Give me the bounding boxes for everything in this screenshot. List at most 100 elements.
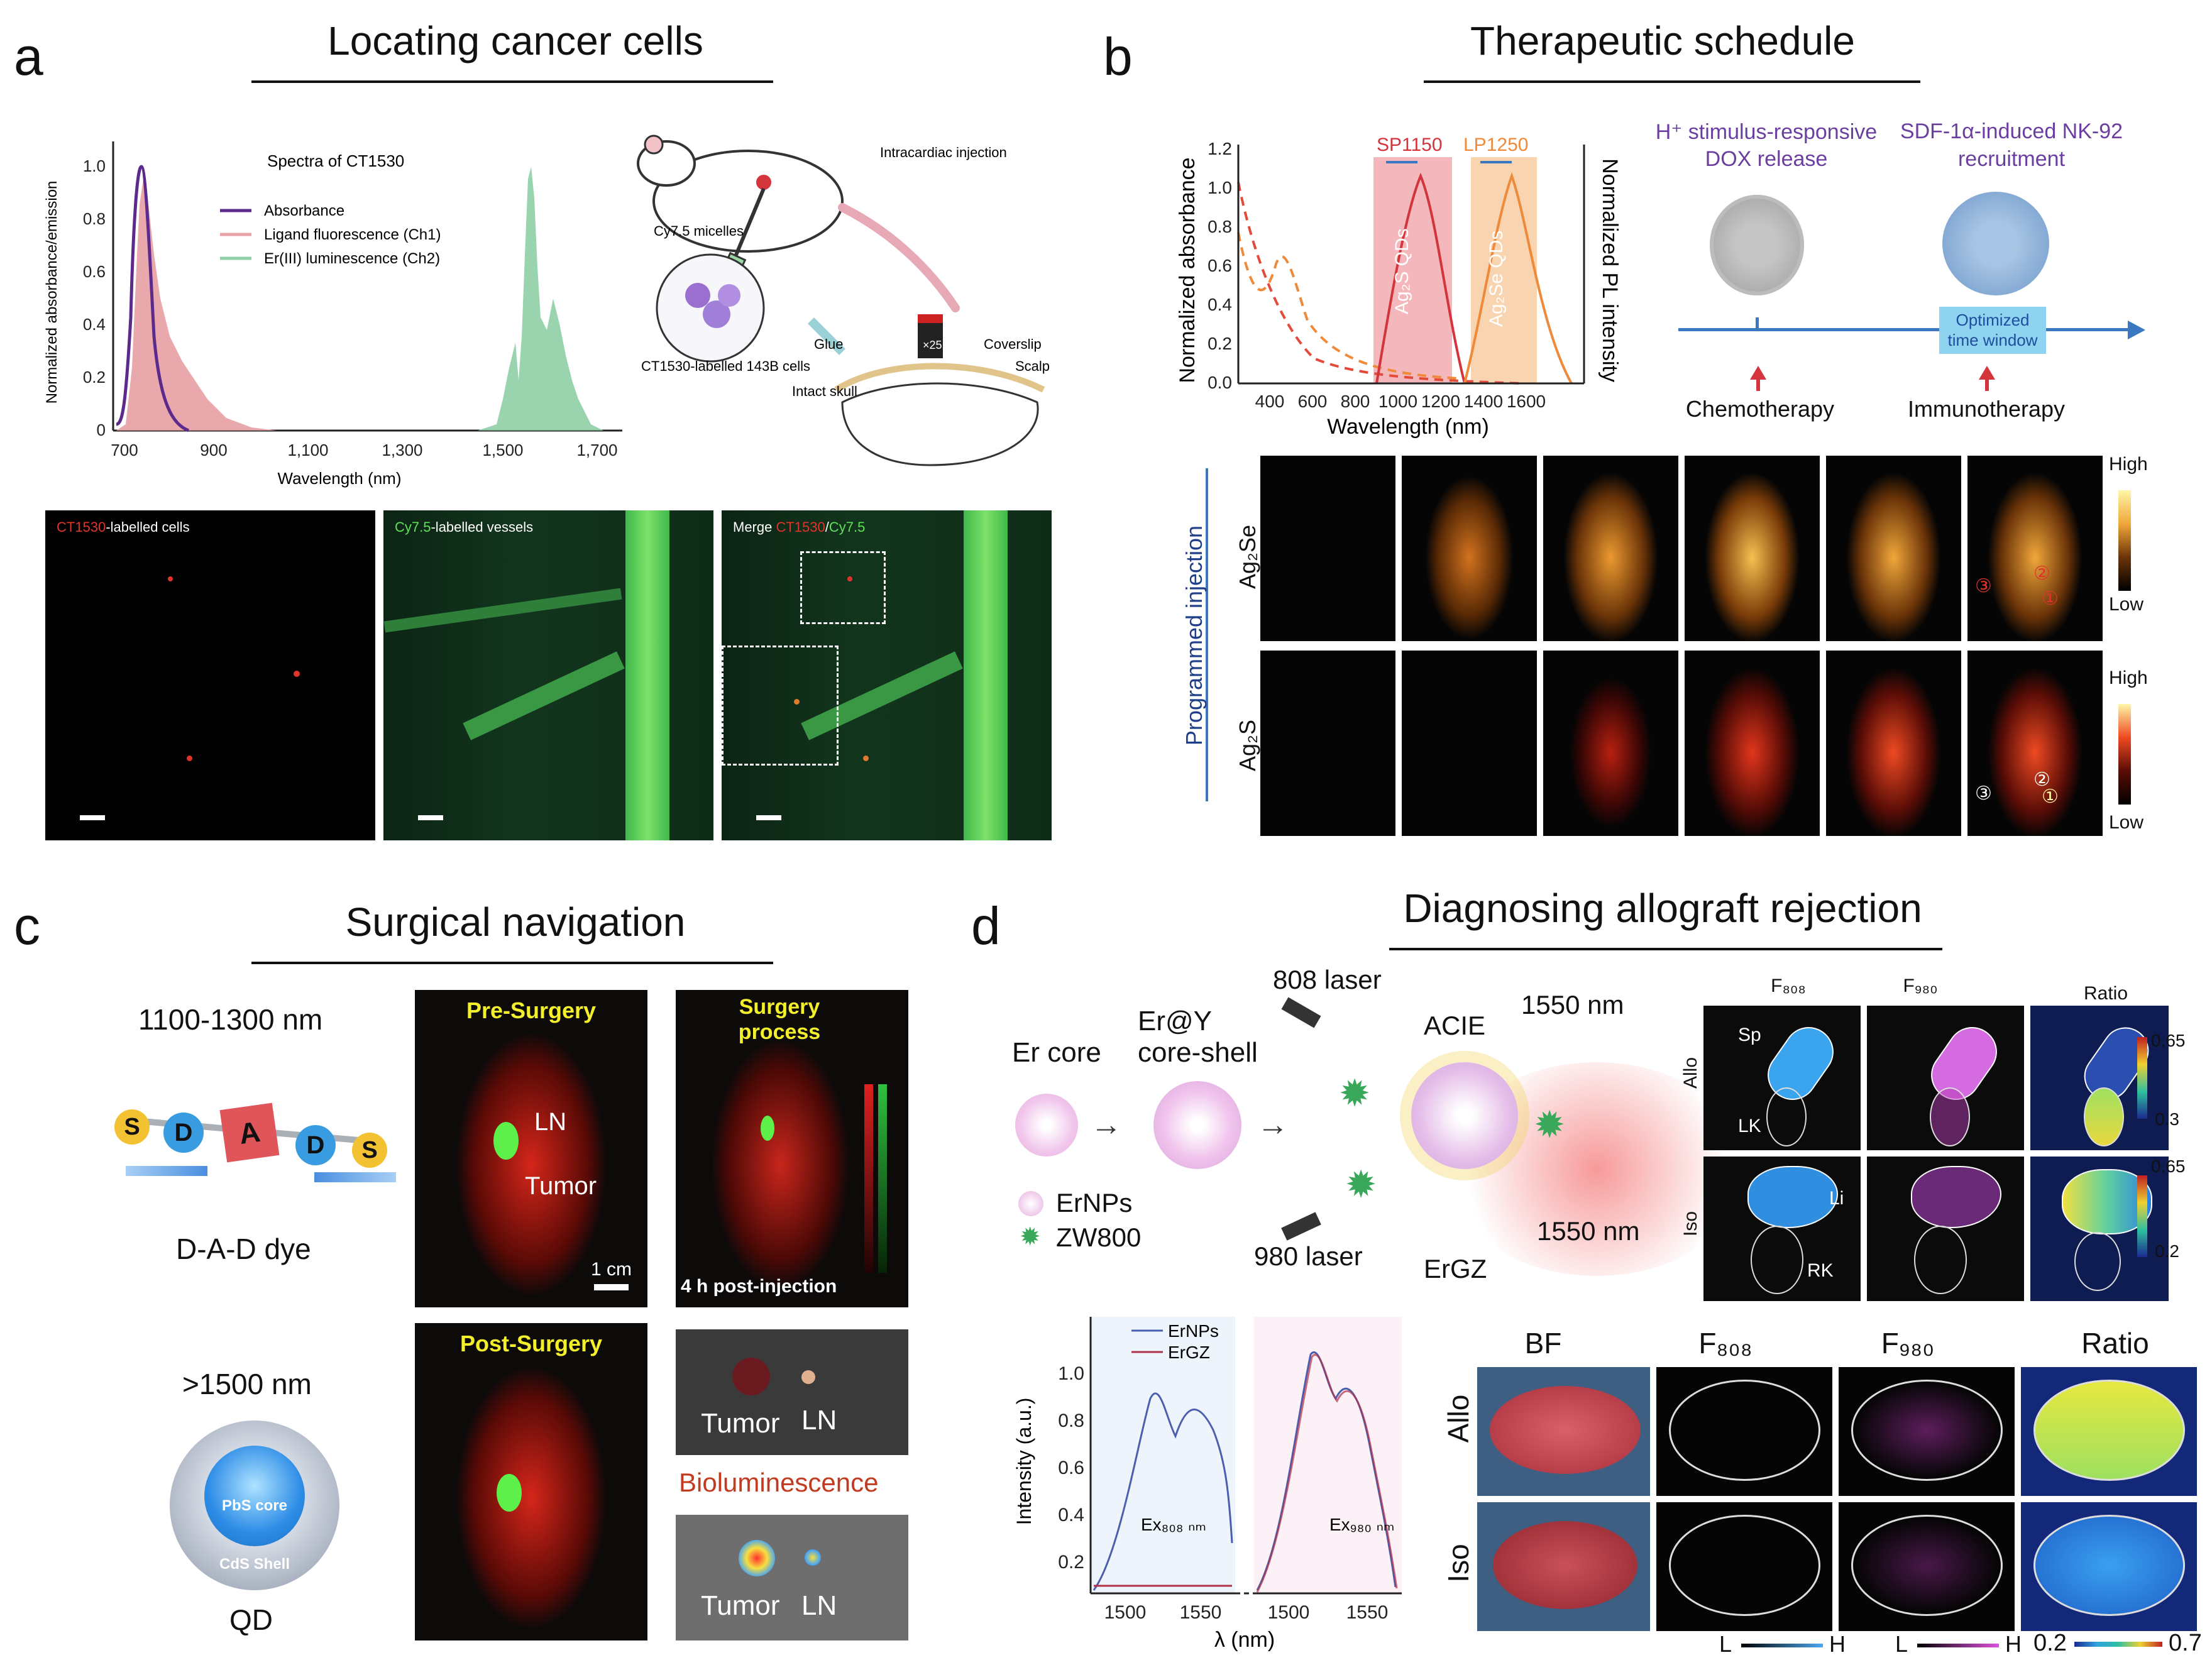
vessel-main	[625, 510, 669, 840]
bottom-allo-label: Allo	[1442, 1394, 1475, 1443]
mouse-tail	[838, 203, 960, 312]
h-stimulus-label: H⁺ stimulus-responsive	[1655, 120, 1878, 144]
absorbance-pl-chart: 0.0 0.2 0.4 0.6 0.8 1.0 1.2 400 600 800 …	[1175, 135, 1622, 439]
ln-label: LN	[534, 1108, 567, 1136]
micro3-sep: /	[825, 519, 829, 535]
tumor-biolum-signal	[739, 1540, 775, 1576]
panel-d-letter: d	[971, 896, 1001, 955]
ernps-legend-icon	[1018, 1191, 1043, 1216]
rk-organ	[1914, 1226, 1967, 1294]
marker-1: ①	[2042, 588, 2059, 609]
grid-col-ratio: Ratio	[2083, 983, 2128, 1004]
spectra-chart: 700 900 1,100 1,300 1,500 1,700 0 0.2 0.…	[43, 141, 622, 488]
objective-ring	[918, 314, 943, 323]
a-ytick-0.2: 0.2	[83, 368, 106, 387]
legend-ligand: Ligand fluorescence (Ch1)	[264, 226, 441, 243]
ag2se-frame-6: ③ ② ①	[1967, 456, 2103, 641]
b-xtick-600: 600	[1298, 392, 1328, 411]
absorbance-dashed-red	[1237, 182, 1522, 385]
ex808-label: Ex₈₀₈ ₙₘ	[1141, 1515, 1206, 1534]
b-xlabel: Wavelength (nm)	[1327, 415, 1489, 439]
d-ytick-0.6: 0.6	[1058, 1458, 1084, 1478]
ratio-kidney	[2084, 1087, 2124, 1146]
micro1-label: -labelled cells	[106, 519, 190, 535]
tumor-signal	[761, 1116, 774, 1141]
legend-ergz: ErGZ	[1168, 1343, 1210, 1362]
immuno-arrow-stem	[1985, 377, 1989, 391]
scalp-label: Scalp	[1015, 358, 1050, 374]
d-ytick-0.4: 0.4	[1058, 1505, 1084, 1525]
cell-dot	[863, 756, 869, 761]
ag2se-pl-curve	[1463, 172, 1573, 384]
immunotherapy-label: Immunotherapy	[1907, 396, 2066, 422]
tumor-signal	[497, 1474, 522, 1512]
kidney-outline	[1851, 1515, 2003, 1616]
kidney-ratio	[2033, 1380, 2185, 1481]
surgery-process-label-1: Surgery	[739, 995, 820, 1019]
a-xtick-1700: 1,700	[576, 441, 617, 459]
ratio-scale-max: 0.7	[2169, 1630, 2202, 1656]
ag2s-frame-5	[1826, 651, 1961, 836]
arrow-left	[314, 1172, 396, 1182]
er-core-particle	[1015, 1094, 1078, 1157]
scale-bar	[418, 815, 443, 820]
ag2se-frame-2	[1402, 456, 1537, 641]
cell-cluster-b	[703, 300, 730, 328]
iso-ratio-image	[2030, 1157, 2169, 1301]
ag2se-frame-1	[1260, 456, 1395, 641]
panel-c-title-rule	[251, 962, 773, 964]
f980-scale-L: L	[1895, 1631, 1908, 1657]
post-surgery-image: Post-Surgery	[415, 1323, 647, 1640]
programmed-injection-label: Programmed injection	[1181, 525, 1207, 746]
panel-c-letter: c	[14, 896, 40, 955]
brain-outline	[841, 382, 1039, 466]
li-organ	[1911, 1166, 2001, 1228]
grid-row-iso: Iso	[1680, 1211, 1701, 1237]
ag2s-pl-curve	[1375, 172, 1466, 384]
b-ytick-0.6: 0.6	[1208, 256, 1232, 275]
b-xtick-1400: 1400	[1464, 392, 1503, 411]
dad-dye-molecule: S D A D S	[107, 1081, 409, 1201]
f808-header: F₈₀₈	[1698, 1327, 1753, 1360]
row-ag2s-label: Ag₂S	[1235, 719, 1260, 772]
legend-ernps: ErNPs	[1168, 1321, 1219, 1341]
arrow-2: →	[1257, 1107, 1289, 1142]
iso-f808-image: Li RK	[1703, 1157, 1861, 1301]
molecule-s-right: S	[352, 1133, 387, 1168]
zw800-legend-label: ZW800	[1056, 1223, 1142, 1252]
legend-er: Er(III) luminescence (Ch2)	[264, 250, 440, 267]
d-xtick-1500a: 1500	[1104, 1602, 1147, 1623]
b-ytick-1.2: 1.2	[1208, 139, 1232, 158]
objective-label: ×25	[923, 339, 942, 351]
cell-dot	[294, 671, 300, 677]
rk-label: RK	[1807, 1260, 1834, 1281]
b-ylabel: Normalized absorbance	[1175, 157, 1199, 383]
arrow-right	[126, 1166, 207, 1176]
molecule-s-left: S	[114, 1109, 150, 1145]
syringe	[730, 187, 766, 265]
f808-scale-bar	[1741, 1644, 1823, 1647]
colorbar-ag2s	[2118, 704, 2131, 805]
a-ytick-0.6: 0.6	[83, 262, 106, 281]
micro-merge: Merge CT1530/Cy7.5	[722, 510, 1052, 840]
lk-organ	[1766, 1087, 1807, 1146]
sp-label: Sp	[1738, 1025, 1761, 1045]
bioluminescence-image: Tumor LN	[676, 1515, 908, 1640]
ag2s-qd-label: Ag₂S QDs	[1392, 228, 1412, 314]
a-ytick-0.4: 0.4	[83, 315, 106, 334]
d-xlabel: λ (nm)	[1214, 1628, 1275, 1652]
b-xtick-1000: 1000	[1378, 392, 1417, 411]
allo-f980-photo	[1839, 1367, 2015, 1496]
ratio-colorbar-2	[2137, 1175, 2147, 1257]
a-xtick-700: 700	[111, 441, 138, 459]
cb1-top: 0.65	[2151, 1031, 2186, 1050]
bottom-iso-label: Iso	[1442, 1544, 1475, 1583]
cds-shell-label: CdS Shell	[219, 1556, 290, 1573]
d-xtick-1550a: 1550	[1180, 1602, 1222, 1623]
ln-photo-label: LN	[801, 1405, 837, 1436]
ag2s-frame-2	[1402, 651, 1537, 836]
timeline-tick	[1756, 317, 1759, 330]
micro-ct1530-cells: CT1530-labelled cells	[45, 510, 375, 840]
kidney-tissue	[1493, 1521, 1637, 1609]
pbs-core	[204, 1446, 305, 1546]
